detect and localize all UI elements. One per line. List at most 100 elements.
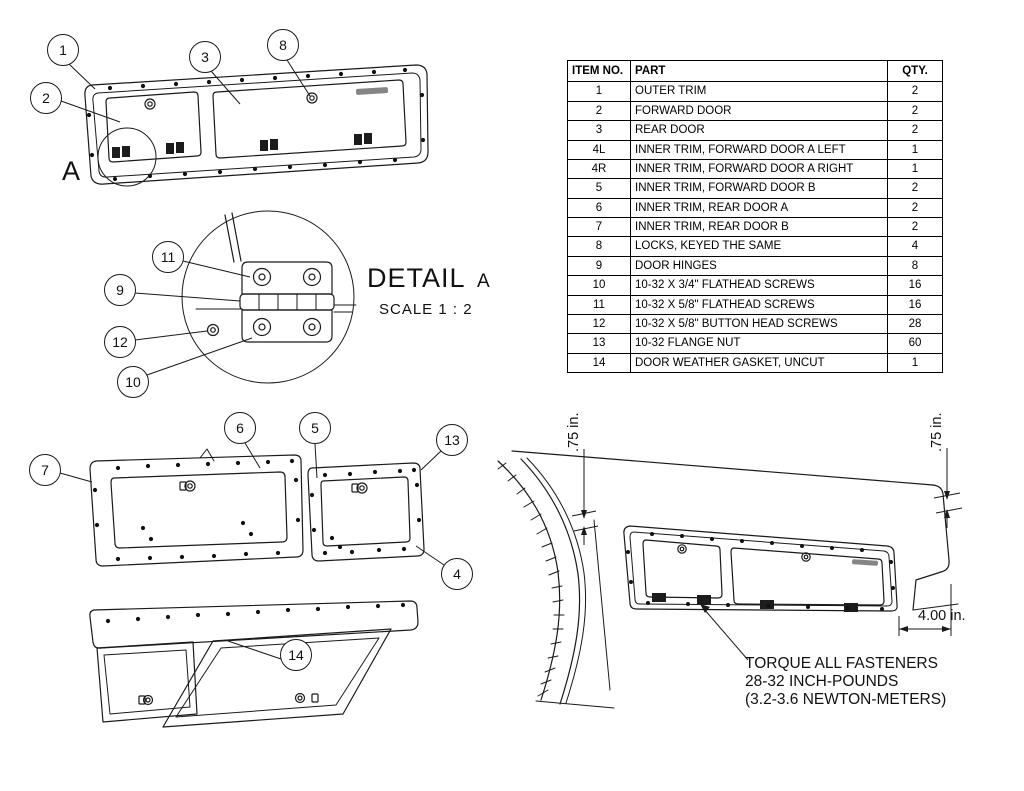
part-cell: OUTER TRIM: [630, 81, 888, 102]
lock-forward-icon: [144, 98, 156, 110]
svg-text:8: 8: [279, 37, 287, 53]
detail-a-indicator-circle: [97, 127, 157, 187]
qty-cell: 2: [887, 197, 943, 219]
fender-inner-edge-2: [526, 457, 587, 704]
leader-line: [60, 100, 121, 123]
balloon-9: 9: [104, 274, 136, 306]
balloon-3: 3: [189, 41, 221, 73]
outer-trim-inner-line: [92, 72, 422, 178]
balloon-14: 14: [280, 639, 312, 671]
item-no-cell: 7: [567, 216, 631, 238]
inner-trim-rear-opening: [110, 471, 288, 549]
svg-text:5: 5: [311, 420, 319, 436]
svg-text:1: 1: [59, 42, 67, 58]
svg-text:28-32 INCH-POUNDS: 28-32 INCH-POUNDS: [745, 673, 898, 690]
item-no-cell: 5: [567, 178, 631, 199]
screw-holes: [626, 532, 895, 611]
frame-band: [89, 600, 419, 649]
item-no-cell: 1: [567, 81, 631, 102]
parts-table-header: ITEM NO. PART QTY.: [567, 59, 943, 83]
balloon-2: 2: [30, 82, 62, 114]
installed-forward-door: [642, 539, 723, 599]
dim-rear-offset-label: 4.00 in.: [918, 608, 966, 624]
part-cell: INNER TRIM, FORWARD DOOR B: [630, 178, 888, 199]
detail-title-letter: A: [477, 271, 490, 292]
leader-line: [59, 472, 93, 483]
installed-rear-door: [730, 547, 885, 606]
body-lower-edge: [535, 700, 615, 709]
flange-nut-icon: [206, 323, 220, 337]
dimension-right-gap: [933, 448, 963, 528]
leader-line: [182, 260, 251, 278]
brand-mark: [355, 87, 389, 95]
qty-cell: 16: [887, 294, 943, 315]
hinge-barrel: [239, 293, 335, 311]
item-no-cell: 13: [567, 333, 631, 354]
part-cell: FORWARD DOOR: [630, 100, 888, 122]
item-no-cell: 12: [567, 313, 631, 335]
balloon-8: 8: [267, 29, 299, 61]
svg-text:10: 10: [125, 374, 141, 390]
svg-text:2: 2: [42, 90, 50, 106]
item-no-cell: 6: [567, 197, 631, 219]
svg-text:9: 9: [116, 282, 124, 298]
dim-left-gap-label: .75 in.: [566, 413, 582, 453]
qty-cell: 2: [887, 100, 943, 122]
callouts-detail: 11 9 12 10: [104, 241, 253, 398]
brand-mark: [851, 559, 878, 566]
detail-title: DETAIL: [367, 263, 466, 293]
svg-text:13: 13: [444, 432, 460, 448]
section-letter-label: A: [62, 156, 80, 186]
inner-trim-forward-outline: [307, 462, 425, 562]
detail-boundary-circle: [181, 210, 355, 384]
wheel-box-edge: [593, 519, 611, 691]
part-cell: INNER TRIM, REAR DOOR A: [630, 197, 888, 219]
part-cell: DOOR WEATHER GASKET, UNCUT: [630, 352, 888, 374]
part-cell: DOOR HINGES: [630, 255, 888, 277]
qty-cell: 1: [887, 139, 943, 160]
qty-cell: 2: [887, 81, 943, 102]
installed-panel-inner-line: [629, 531, 893, 607]
svg-text:6: 6: [236, 420, 244, 436]
installed-lock-rear-icon: [801, 552, 811, 562]
hinge-top-leaf: [241, 261, 333, 295]
qty-cell: 1: [887, 158, 943, 180]
part-cell: 10-32 X 5/8" BUTTON HEAD SCREWS: [630, 313, 888, 335]
item-no-cell: 9: [567, 255, 631, 277]
installation-view: [497, 450, 959, 709]
balloon-5: 5: [299, 412, 331, 444]
leader-line: [244, 442, 261, 469]
qty-cell: 4: [887, 236, 943, 257]
hinge-screws: [252, 267, 322, 337]
leader-line: [210, 70, 241, 105]
inner-trim-rear-outline: [89, 454, 304, 567]
header-qty: QTY.: [887, 59, 943, 83]
doors-open-view: [89, 600, 419, 728]
svg-text:3: 3: [201, 49, 209, 65]
latch-open-left-icon: [138, 694, 154, 706]
svg-text:12: 12: [112, 334, 128, 350]
detail-a-view: [181, 210, 357, 384]
body-rear-edge: [912, 484, 950, 611]
callouts-view3: 7 6 5 13 4: [29, 412, 473, 590]
qty-cell: 16: [887, 275, 943, 296]
part-cell: 10-32 X 5/8" FLATHEAD SCREWS: [630, 294, 888, 315]
installed-lock-forward-icon: [677, 544, 687, 554]
callouts-view4: 14: [227, 639, 312, 671]
leader-line: [415, 545, 445, 566]
qty-cell: 28: [887, 313, 943, 335]
leader-line: [314, 443, 318, 479]
fender-inner-edge: [520, 458, 581, 705]
